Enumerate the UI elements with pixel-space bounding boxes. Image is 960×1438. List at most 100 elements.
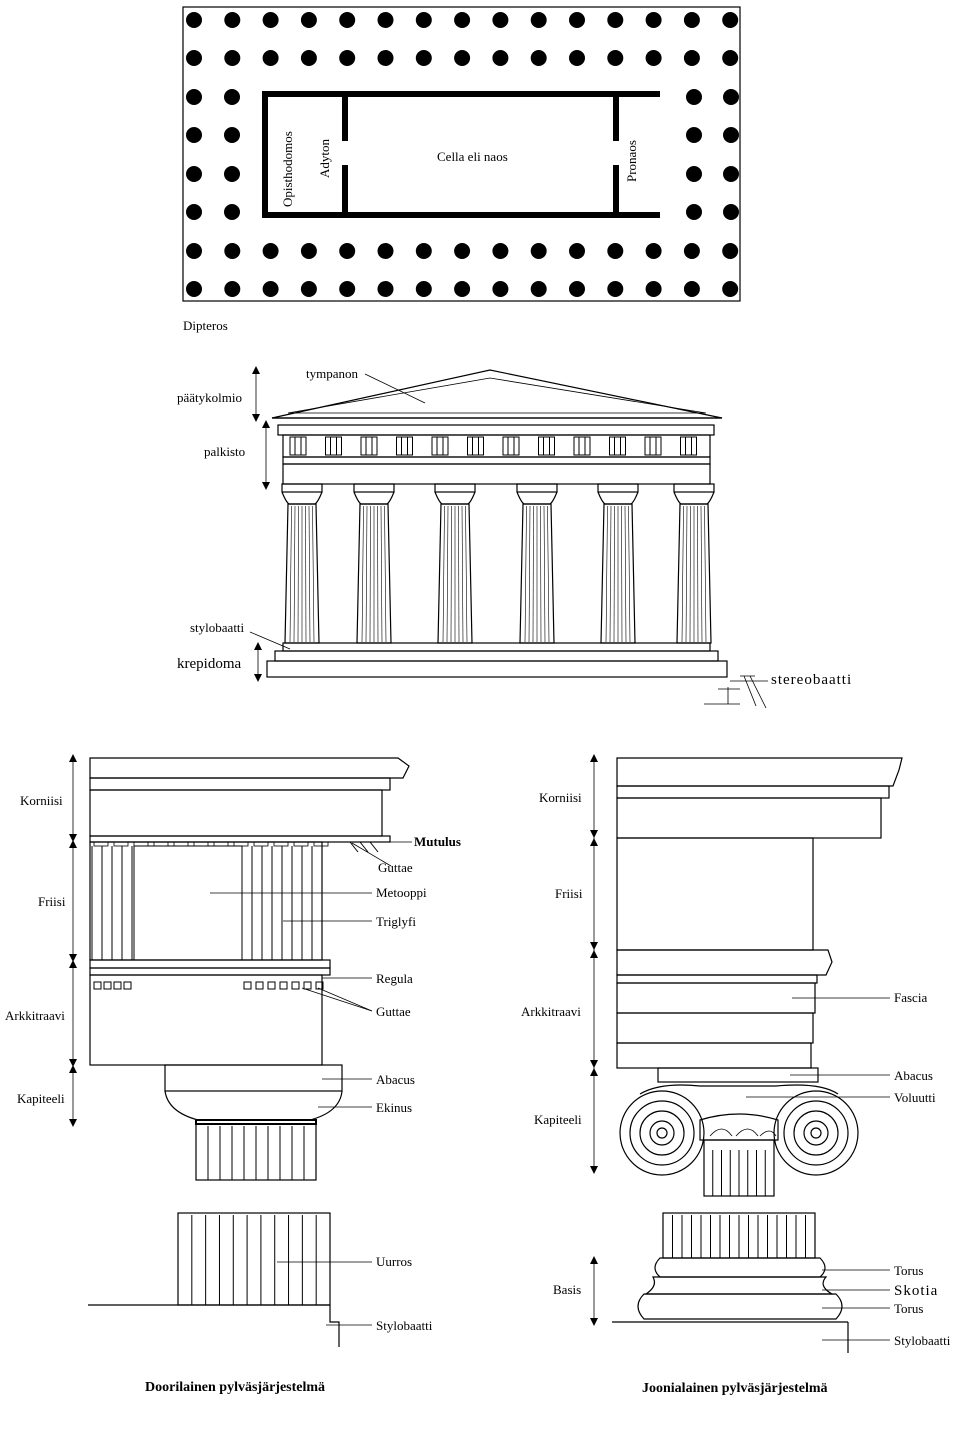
volute-eye: [810, 1127, 822, 1139]
doric-zone-arkkitraavi: Arkkitraavi: [5, 1008, 65, 1023]
plan-column: [569, 12, 585, 28]
column-flute: [685, 505, 688, 643]
column-flute: [681, 505, 684, 643]
plan-column: [607, 50, 624, 66]
label-palkisto: palkisto: [204, 444, 245, 459]
arrowhead-down: [69, 1119, 77, 1127]
doric-echinus: [164, 1090, 343, 1121]
column-flute: [624, 505, 627, 643]
gutta: [103, 981, 112, 990]
plan-column: [262, 12, 279, 28]
column-flute: [524, 505, 527, 643]
plan-column: [454, 243, 471, 259]
ionic-fascia-1: [616, 974, 818, 984]
triglyph: [325, 436, 342, 456]
column-echinus: [353, 491, 395, 505]
room-pronaos: Pronaos: [624, 140, 639, 182]
volute-ring: [629, 1100, 695, 1166]
triglyph: [538, 436, 555, 456]
plan-column: [686, 204, 702, 220]
gutta: [303, 981, 312, 990]
plan-column: [683, 281, 700, 297]
plan-column: [492, 12, 509, 28]
plan-column: [186, 127, 202, 143]
plan-column: [645, 12, 662, 28]
arrowhead-down: [590, 942, 598, 950]
leader-stylobaatti: [249, 631, 291, 650]
triglyph: [502, 436, 520, 456]
mutulus-guttae: [349, 841, 379, 853]
skotia: [644, 1276, 835, 1295]
ionic-flutes-bottom: [672, 1215, 806, 1258]
taenia: [282, 456, 711, 465]
column-flute: [293, 505, 296, 643]
doric-regula: [89, 967, 331, 976]
step-3: [266, 660, 728, 678]
ionic-zone-arkkitraavi: Arkkitraavi: [521, 1004, 581, 1019]
leader-guttae-top: [351, 842, 392, 867]
ionic-part-torus-bottom: Torus: [894, 1301, 923, 1316]
plan-column: [377, 243, 394, 259]
column-echinus: [516, 491, 558, 505]
plan-column: [224, 204, 240, 220]
plan-column: [492, 243, 509, 259]
doric-zone-friisi: Friisi: [38, 894, 66, 909]
doric-shaft-bottom: [177, 1212, 331, 1306]
ionic-caption: Joonialainen pylväsjärjestelmä: [642, 1381, 828, 1396]
column-flute: [289, 505, 292, 643]
plan-column: [454, 50, 471, 66]
ionic-order: Korniisi Friisi Arkkitraavi Kapiteeli Ba…: [521, 754, 951, 1396]
ionic-fascia-3: [616, 1012, 814, 1044]
column-shaft: [676, 503, 712, 644]
torus-bottom: [637, 1293, 843, 1320]
doric-caption: Doorilainen pylväsjärjestelmä: [145, 1380, 325, 1395]
doric-zone-korniisi: Korniisi: [20, 793, 63, 808]
column-echinus: [434, 491, 476, 505]
doric-cornice-cap: [89, 757, 410, 779]
plan-column: [645, 281, 662, 297]
frieze: [282, 434, 711, 458]
column-echinus: [281, 491, 323, 505]
arrowhead-down: [69, 1059, 77, 1067]
arrowhead-up: [590, 950, 598, 958]
metope: [133, 845, 243, 961]
mutulus-block: [293, 841, 309, 847]
column-flute: [308, 505, 311, 643]
doric-zone-arrows: [69, 754, 77, 1127]
ionic-part-torus-top: Torus: [894, 1263, 923, 1278]
tympanon-field: [287, 377, 707, 414]
plan-column: [300, 281, 317, 297]
doric-taenia: [89, 959, 331, 969]
plan-column: [224, 127, 240, 143]
volute-ring: [783, 1100, 849, 1166]
doric-part-uurros: Uurros: [376, 1254, 412, 1269]
gutta: [93, 981, 102, 990]
doric-part-stylobaatti: Stylobaatti: [376, 1318, 433, 1333]
cella-walls: [262, 91, 660, 218]
ionic-fascia-2: [616, 982, 816, 1014]
column-flute: [700, 505, 703, 643]
plan-column: [186, 12, 202, 28]
column-abacus: [516, 483, 558, 493]
volute-eye: [656, 1127, 668, 1139]
column-flute: [621, 505, 623, 643]
leader-guttae-2: [301, 987, 373, 1012]
plan-column: [186, 166, 202, 182]
mutulus-block: [313, 841, 329, 847]
doric-zone-kapiteeli: Kapiteeli: [17, 1091, 65, 1106]
plan-column: [377, 50, 394, 66]
plan-column: [607, 243, 624, 259]
triglyph: [680, 436, 697, 456]
plan-column: [339, 281, 356, 297]
doric-part-triglyfi: Triglyfi: [376, 914, 416, 929]
doric-mutulus-row: [89, 835, 391, 843]
arrowhead-up: [69, 960, 77, 968]
ionic-cornice-band: [616, 785, 890, 799]
column-flute: [384, 505, 387, 643]
triglyph: [360, 436, 378, 456]
gutta: [123, 981, 132, 990]
plan-column: [722, 50, 739, 66]
ionic-zone-korniisi: Korniisi: [539, 790, 582, 805]
plan-column: [415, 12, 432, 28]
